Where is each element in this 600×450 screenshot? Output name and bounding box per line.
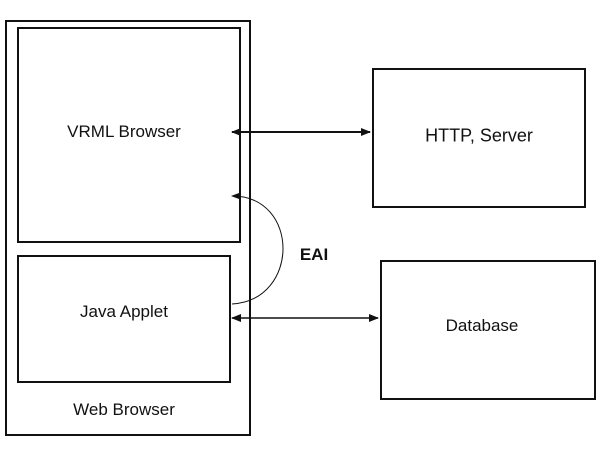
java-applet-label: Java Applet bbox=[80, 302, 168, 321]
database-label: Database bbox=[445, 316, 519, 335]
eai-label: EAI bbox=[299, 245, 329, 264]
vrml-browser-box bbox=[17, 27, 241, 243]
vrml-browser-label: VRML Browser bbox=[67, 122, 181, 141]
eai-curve-arrow bbox=[231, 193, 284, 305]
database-box bbox=[380, 260, 596, 400]
http-server-box bbox=[372, 68, 586, 208]
web-browser-label: Web Browser bbox=[73, 400, 175, 419]
http-server-label: HTTP, Server bbox=[425, 125, 533, 146]
java-applet-box bbox=[17, 255, 231, 383]
